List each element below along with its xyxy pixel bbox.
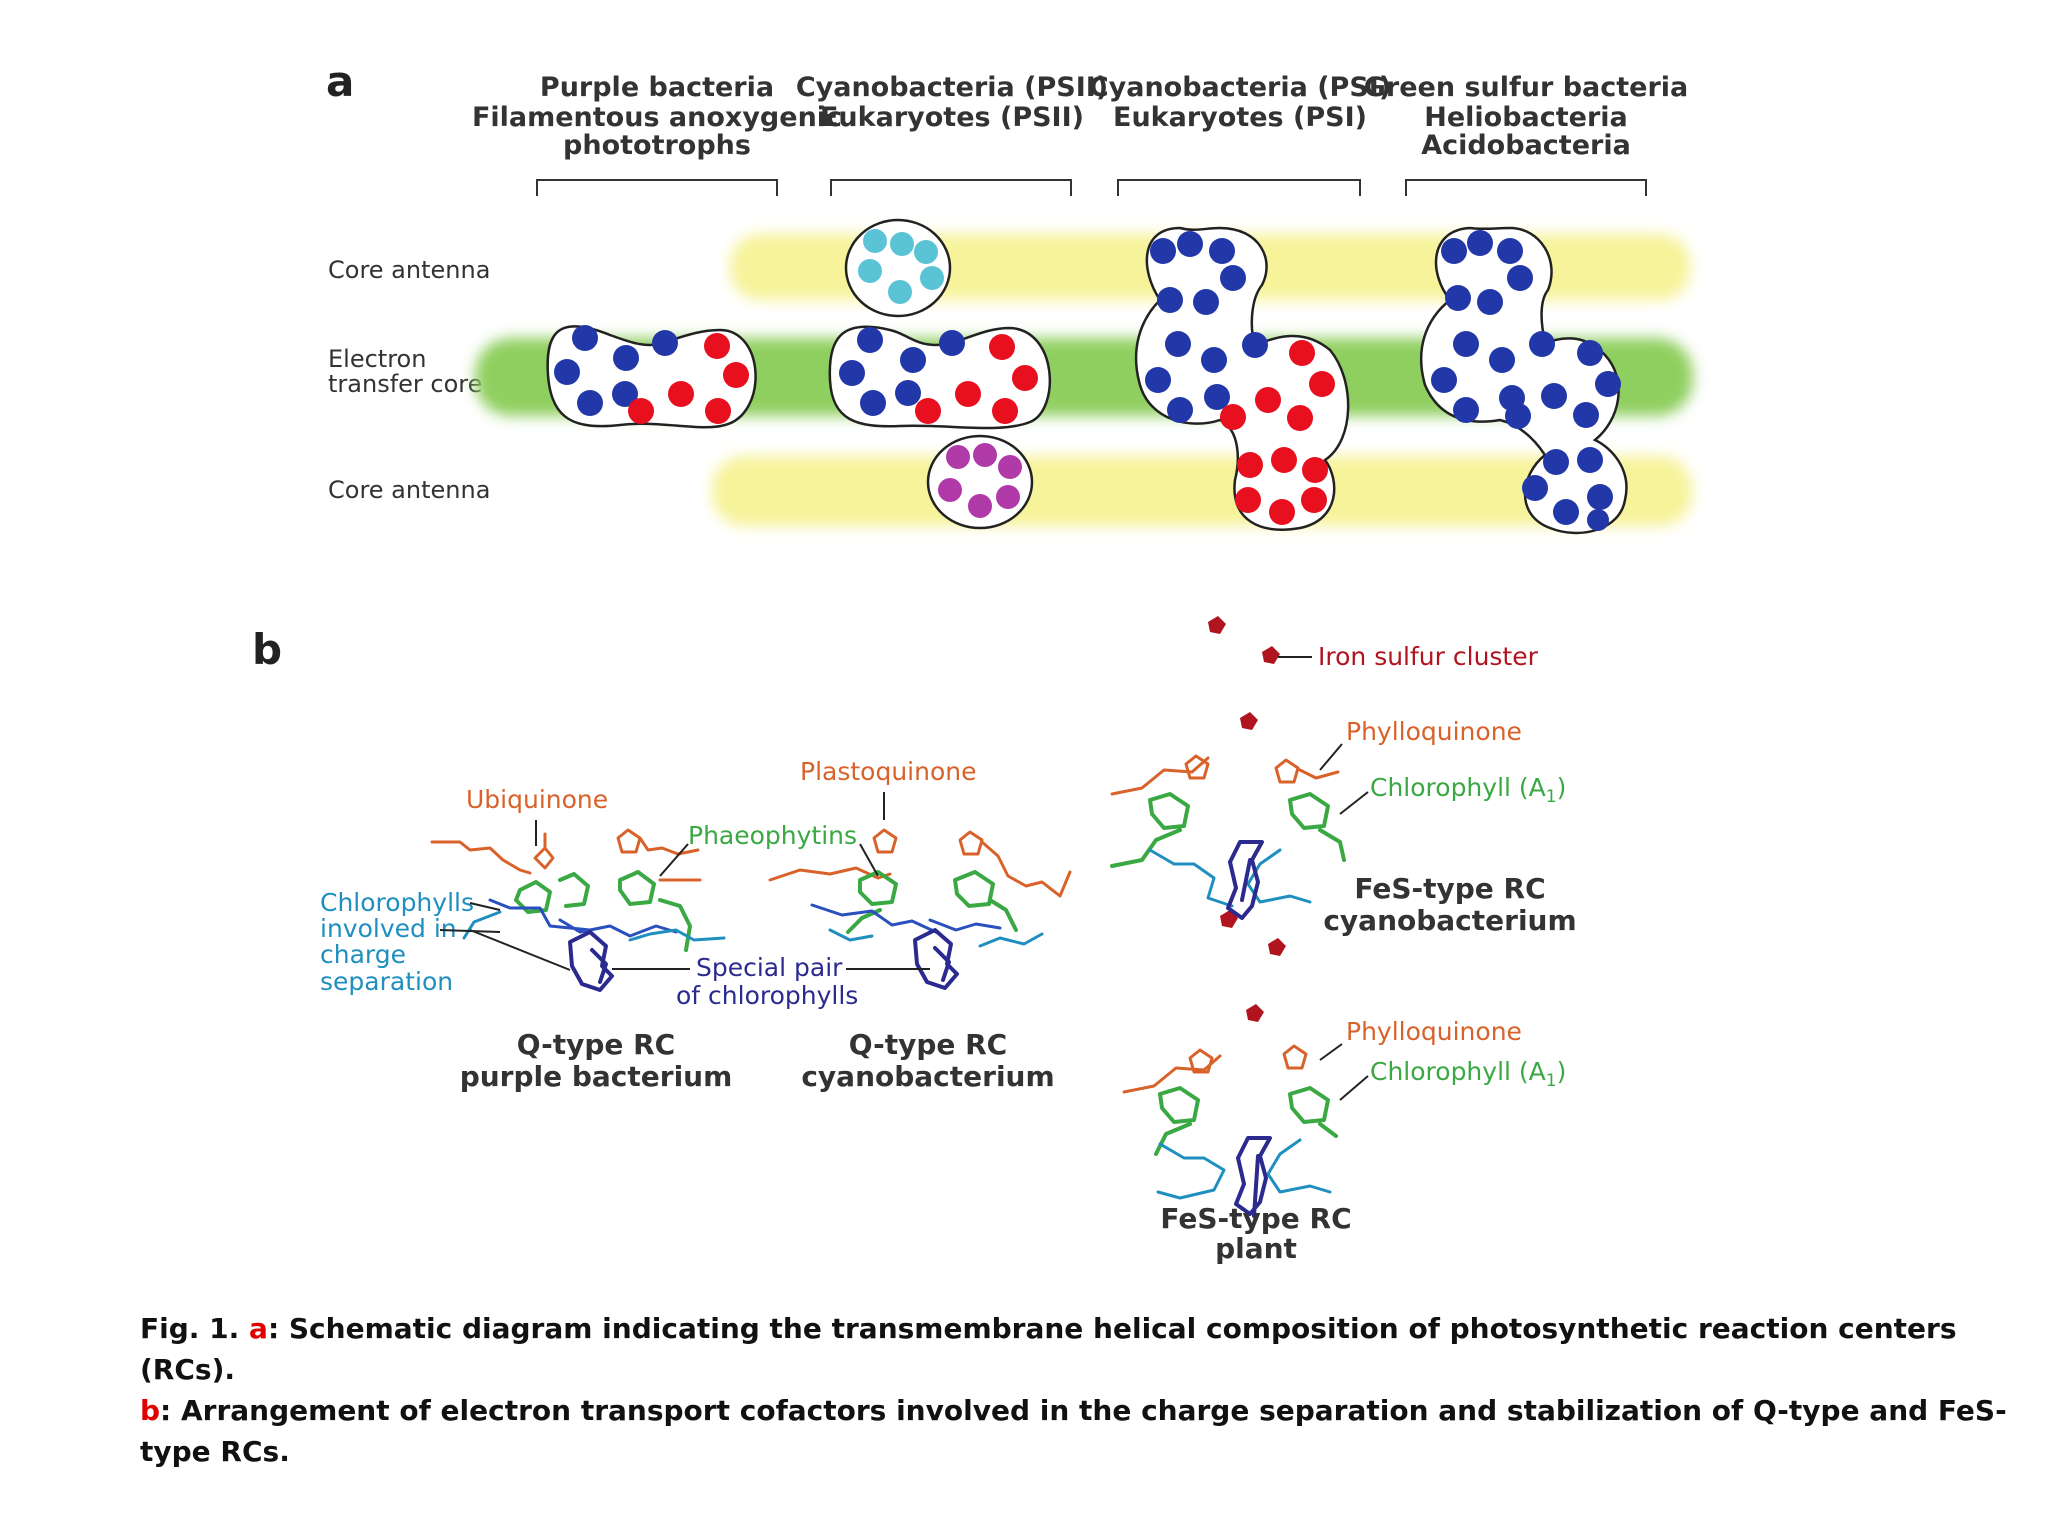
label-chlorophyll-a1-plant: Chlorophyll (A1): [1370, 1057, 1566, 1091]
bracket-psii: [830, 179, 1072, 196]
title-q-cyano: Q-type RC: [849, 1028, 1007, 1061]
label-chlorophylls-line: separation: [320, 967, 453, 996]
leader-phylloquinone-plant: [1319, 1043, 1343, 1061]
label-iron-sulfur-cluster: Iron sulfur cluster: [1318, 642, 1539, 671]
group-heading-psii: Cyanobacteria (PSII) Eukaryotes (PSII): [796, 72, 1108, 133]
rc-outline-green-sulfur: [1419, 226, 1628, 535]
title-q-cyano: cyanobacterium: [801, 1060, 1054, 1093]
group-heading-green-sulfur: Green sulfur bacteria Heliobacteria Acid…: [1364, 72, 1689, 161]
title-fes-plant: plant: [1215, 1232, 1297, 1265]
caption-key-a: a: [249, 1312, 268, 1345]
label-chlorophylls-line: Chlorophylls: [320, 888, 474, 917]
helix-group-psi-blue: [1145, 231, 1268, 423]
bracket-green-sulfur: [1405, 179, 1647, 196]
label-special-pair-line: Special pair: [696, 953, 843, 982]
leader-chlorophyll-a1-cyano: [1339, 791, 1369, 815]
fes-cluster: [1268, 938, 1286, 956]
helix-group-psii-red: [915, 334, 1038, 424]
title-fes-cyano: cyanobacterium: [1323, 904, 1576, 937]
leader-phylloquinone-cyano: [1319, 743, 1343, 771]
row-label-core-antenna-bottom: Core antenna: [328, 476, 490, 504]
row-label-electron-transfer: transfer core: [328, 370, 482, 398]
helix-group-psii-cyan: [858, 229, 944, 304]
row-label-core-antenna-top: Core antenna: [328, 256, 490, 284]
group-heading-line: phototrophs: [563, 130, 751, 161]
fes-cluster: [1240, 712, 1258, 730]
helix-group-psii-magenta: [938, 443, 1022, 518]
caption-text-a: : Schematic diagram indicating the trans…: [140, 1312, 1957, 1386]
caption-key-b: b: [140, 1394, 161, 1427]
label-chlorophylls-line: involved in: [320, 914, 457, 943]
group-heading-line: Eukaryotes (PSI): [1113, 102, 1367, 133]
group-heading-purple: Purple bacteria Filamentous anoxygenic p…: [472, 72, 842, 161]
group-heading-line: Cyanobacteria (PSII): [796, 72, 1108, 103]
helix-dots: [554, 229, 1621, 531]
group-heading-psi: Cyanobacteria (PSI) Eukaryotes (PSI): [1089, 72, 1391, 133]
group-heading-line: Acidobacteria: [1421, 130, 1631, 161]
label-phylloquinone-cyano: Phylloquinone: [1346, 717, 1522, 746]
caption-line-a: Fig. 1. a: Schematic diagram indicating …: [140, 1308, 2020, 1390]
label-ubiquinone: Ubiquinone: [466, 785, 608, 814]
iron-sulfur-clusters: [1208, 616, 1286, 1022]
row-label-electron-transfer: Electron: [328, 345, 426, 373]
fes-cluster: [1246, 1004, 1264, 1022]
label-chlorophylls-line: charge: [320, 940, 406, 969]
leader-phaeophytins-right: [859, 843, 879, 877]
bracket-psi: [1117, 179, 1361, 196]
panel-b-letter: b: [252, 625, 282, 674]
group-heading-line: Heliobacteria: [1424, 102, 1628, 133]
title-fes-cyano: FeS-type RC: [1354, 872, 1545, 905]
helix-group-psi-red: [1220, 340, 1335, 525]
fes-cluster-top: [1208, 616, 1226, 634]
label-chlorophylls-charge-separation: Chlorophylls involved in charge separati…: [320, 888, 474, 996]
caption-fig-number: Fig. 1.: [140, 1312, 250, 1345]
title-q-purple: purple bacterium: [460, 1060, 733, 1093]
label-special-pair: Special pair of chlorophylls: [676, 953, 858, 1010]
label-phaeophytins: Phaeophytins: [688, 821, 857, 850]
fes-cluster: [1220, 910, 1238, 928]
group-heading-line: Cyanobacteria (PSI): [1089, 72, 1391, 103]
title-fes-plant: FeS-type RC: [1160, 1202, 1351, 1235]
structure-fes-cyano: [1110, 754, 1346, 920]
structure-q-purple: [430, 828, 726, 992]
title-q-purple: Q-type RC: [517, 1028, 675, 1061]
electron-transfer-band: [475, 338, 1693, 416]
label-chlorophyll-a1-cyano: Chlorophyll (A1): [1370, 773, 1566, 807]
fes-cluster: [1262, 646, 1280, 664]
group-heading-line: Filamentous anoxygenic: [472, 102, 842, 133]
group-heading-line: Green sulfur bacteria: [1364, 72, 1689, 103]
figure-caption: Fig. 1. a: Schematic diagram indicating …: [140, 1308, 2020, 1472]
structure-q-cyano: [768, 828, 1072, 990]
label-plastoquinone: Plastoquinone: [800, 757, 977, 786]
helix-group-purple-blue: [554, 325, 678, 416]
structure-fes-plant: [1122, 1044, 1338, 1218]
helix-group-purple-red: [628, 333, 749, 424]
helix-group-psii-blue: [839, 327, 965, 416]
group-heading-line: Eukaryotes (PSII): [820, 102, 1084, 133]
caption-line-b: b: Arrangement of electron transport cof…: [140, 1390, 2020, 1472]
leaders-chlorophylls: [439, 902, 571, 971]
helix-group-green-sulfur-blue: [1431, 230, 1621, 531]
label-special-pair-line: of chlorophylls: [676, 981, 858, 1010]
panel-a-letter: a: [326, 57, 354, 106]
group-heading-line: Purple bacteria: [540, 72, 774, 103]
leader-chlorophyll-a1-plant: [1339, 1075, 1369, 1101]
group-brackets: [536, 179, 1647, 196]
bracket-purple: [536, 179, 778, 196]
leader-phaeophytins-left: [659, 843, 689, 877]
label-phylloquinone-plant: Phylloquinone: [1346, 1017, 1522, 1046]
caption-text-b: : Arrangement of electron transport cofa…: [140, 1394, 2007, 1468]
